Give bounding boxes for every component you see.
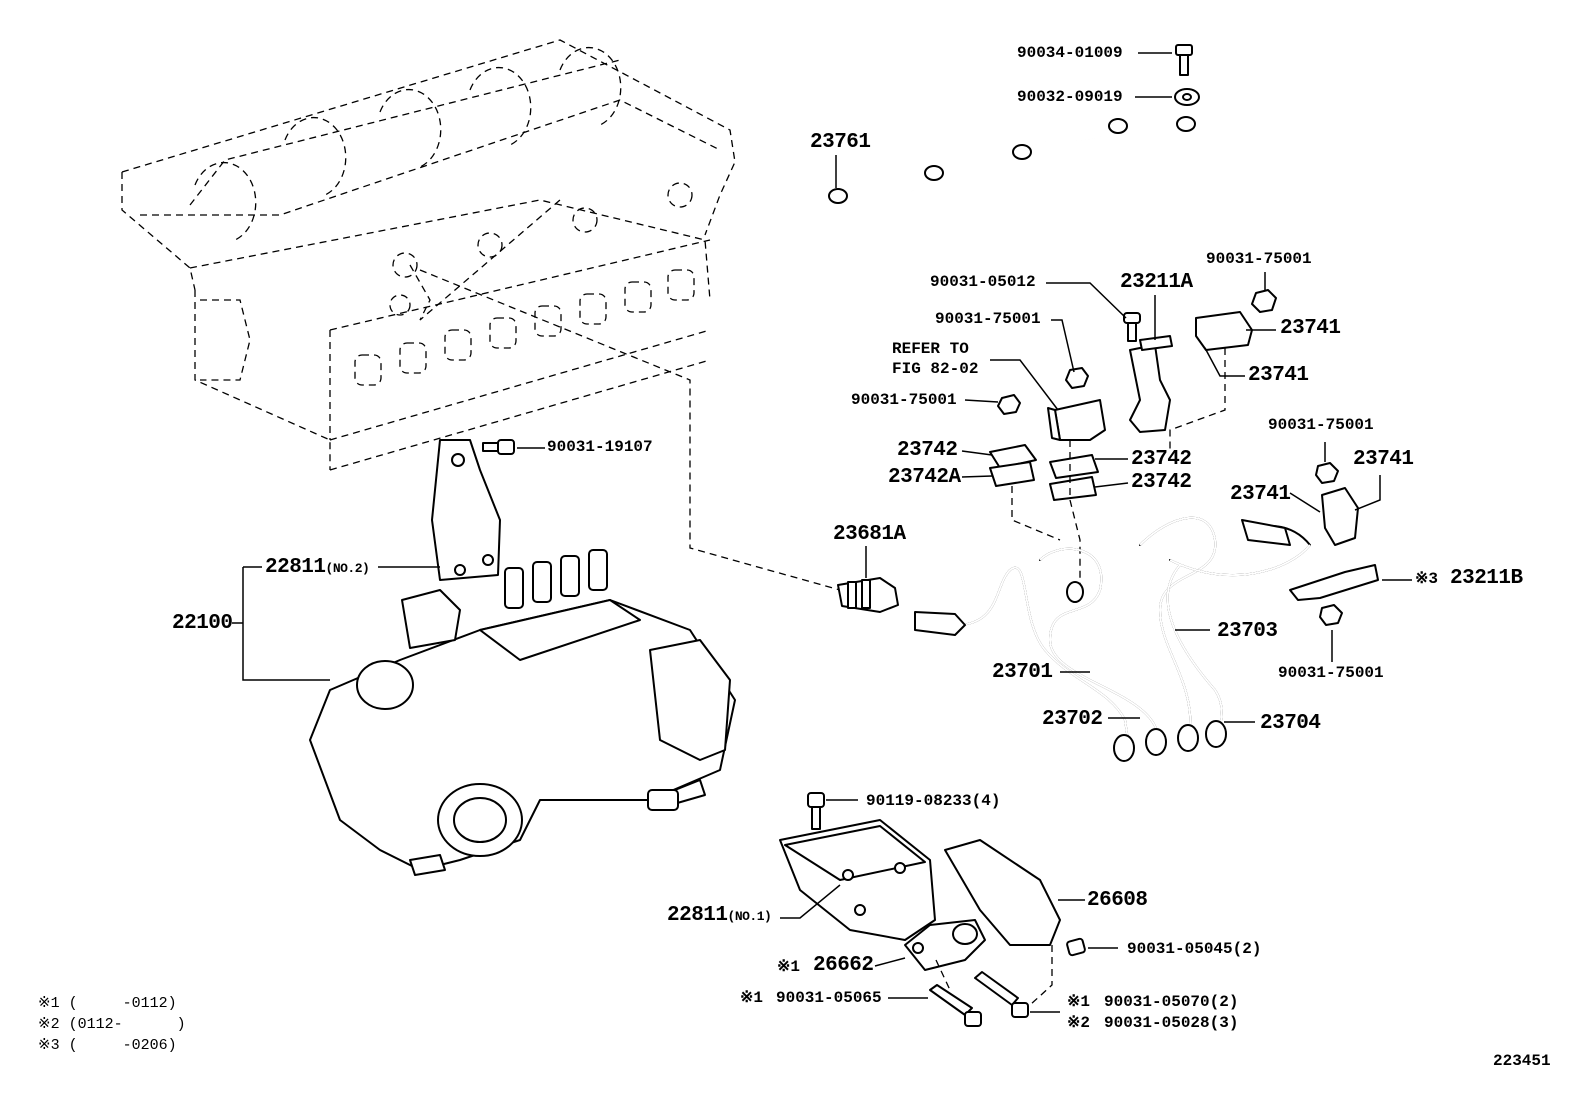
label-22811-no1: 22811(NO.1) <box>667 904 772 927</box>
label-23702: 23702 <box>1042 708 1103 731</box>
bolt-19107-drawing <box>482 439 515 455</box>
lower-leaders <box>780 799 1118 1013</box>
label-90031-75001-e: 90031-75001 <box>1278 664 1384 682</box>
pipe-leaders <box>1060 629 1255 723</box>
label-mark2-05028: ※2 <box>1067 1014 1091 1032</box>
bracket-23211B-drawing <box>1289 564 1379 601</box>
label-90031-05065: 90031-05065 <box>776 989 882 1007</box>
nut-drawings <box>997 289 1343 626</box>
dashed-guide-1 <box>1069 440 1081 600</box>
pump-leaders <box>232 447 545 681</box>
leakage-pipe-23761-drawing <box>828 116 1196 204</box>
label-mark1-26662: ※1 <box>777 958 801 976</box>
injection-pipes-drawing <box>914 516 1311 762</box>
label-26662: 26662 <box>813 954 874 977</box>
label-90031-75001-b: 90031-75001 <box>935 310 1041 328</box>
label-26608: 26608 <box>1087 889 1148 912</box>
label-90034-01009: 90034-01009 <box>1017 44 1123 62</box>
injection-pump-drawing <box>309 549 736 876</box>
label-23701: 23701 <box>992 661 1053 684</box>
pump-bracket-no1-drawing <box>779 819 936 941</box>
clamp-23742-drawings <box>989 444 1099 501</box>
label-22811-no2: 22811(NO.2) <box>265 556 370 579</box>
label-23704: 23704 <box>1260 712 1321 735</box>
pump-bracket-no2-drawing <box>431 439 501 581</box>
label-23742A: 23742A <box>888 466 961 489</box>
clamp-bracket-drawing <box>1047 399 1106 441</box>
clamp-23741-upper-drawing <box>1195 311 1253 351</box>
dashed-guide-3 <box>1169 348 1226 450</box>
label-90031-75001-c: 90031-75001 <box>851 391 957 409</box>
label-90031-05012: 90031-05012 <box>930 273 1036 291</box>
label-23741-a: 23741 <box>1280 317 1341 340</box>
label-no1-suffix: (NO.1) <box>727 909 772 924</box>
label-90031-19107: 90031-19107 <box>547 438 653 456</box>
label-23741-b: 23741 <box>1248 364 1309 387</box>
banjo-bolt-drawing <box>1175 44 1193 76</box>
label-23742-b: 23742 <box>1131 448 1192 471</box>
label-23211A: 23211A <box>1120 271 1193 294</box>
label-90031-75001-a: 90031-75001 <box>1206 250 1312 268</box>
footnote-1: ※1 ( -0112) <box>38 995 177 1012</box>
label-23742-c: 23742 <box>1131 471 1192 494</box>
clamp-23741-right-drawing <box>1321 487 1359 546</box>
bracket-26608-drawing <box>944 839 1061 946</box>
label-mark1-05070: ※1 <box>1067 993 1091 1011</box>
label-23742-a: 23742 <box>897 439 958 462</box>
cylinder-block-outline <box>121 39 736 471</box>
label-23211B: 23211B <box>1450 567 1523 590</box>
lower-dashed-guides <box>935 945 1053 1006</box>
label-90031-75001-d: 90031-75001 <box>1268 416 1374 434</box>
label-90031-05070: 90031-05070(2) <box>1104 993 1239 1011</box>
sensor-23681A-drawing <box>837 577 899 613</box>
bracket-23211A-drawing <box>1129 335 1173 433</box>
label-22811-no2-number: 22811 <box>265 556 326 579</box>
label-no2-suffix: (NO.2) <box>325 561 370 576</box>
figure-id: 223451 <box>1493 1052 1551 1070</box>
footnote-2: ※2 (0112- ) <box>38 1016 186 1033</box>
label-23741-c: 23741 <box>1353 448 1414 471</box>
label-23703: 23703 <box>1217 620 1278 643</box>
label-refer-to: REFER TO <box>892 340 969 358</box>
label-90119-08233: 90119-08233(4) <box>866 792 1001 810</box>
clamp-leaders <box>961 272 1412 662</box>
label-90031-05028: 90031-05028(3) <box>1104 1014 1239 1032</box>
label-23741-d: 23741 <box>1230 483 1291 506</box>
label-fig-82-02: FIG 82-02 <box>892 360 979 378</box>
lower-bolts-drawing <box>807 792 1086 1027</box>
label-note3-mark: ※3 <box>1415 570 1439 588</box>
label-22100: 22100 <box>172 612 233 635</box>
label-23681A: 23681A <box>833 523 906 546</box>
label-90031-05045: 90031-05045(2) <box>1127 940 1262 958</box>
block-to-sensor-dashed-leader <box>419 269 841 591</box>
stay-26662-drawing <box>904 919 986 971</box>
footnote-3: ※3 ( -0206) <box>38 1037 177 1054</box>
gasket-drawing <box>1174 88 1200 106</box>
label-90032-09019: 90032-09019 <box>1017 88 1123 106</box>
label-mark1-05065: ※1 <box>740 989 764 1007</box>
label-22811-no1-number: 22811 <box>667 904 728 927</box>
label-23761: 23761 <box>810 131 871 154</box>
